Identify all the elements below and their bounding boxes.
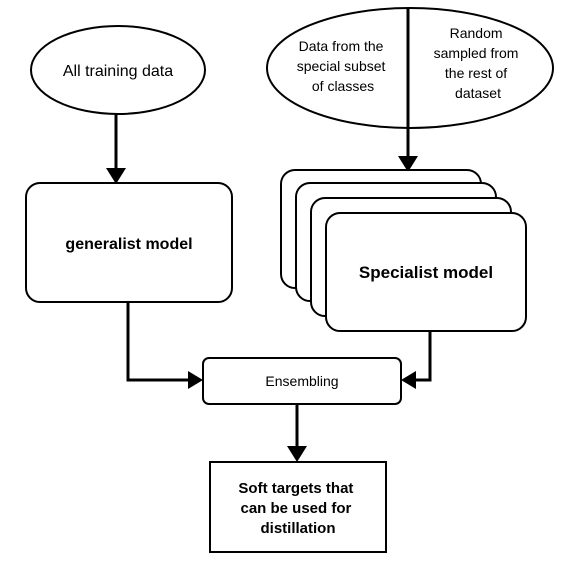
node-ensembling-label: Ensembling (265, 373, 338, 389)
node-specialist-model-label: Specialist model (359, 263, 493, 282)
svg-text:All training data: All training data (63, 63, 173, 80)
arrowhead-ensembling-right (401, 371, 416, 389)
node-generalist-model: generalist model (25, 182, 233, 303)
svg-text:Soft targets that can be: Soft targets that can be used for distil… (238, 480, 357, 537)
node-generalist-model-label: generalist model (65, 236, 192, 253)
node-all-training-data-label: All training data (63, 63, 173, 80)
svg-text:Ensembling: Ensembling (265, 373, 338, 389)
node-random-sampled-label: Random sampled from the rest of dataset (434, 25, 523, 101)
svg-text:Specialist model: Specialist model (359, 263, 493, 282)
node-special-subset-label: Data from the special subset of classes (297, 38, 390, 94)
edge-generalist-to-ensembling (126, 302, 190, 382)
edge-specialist-to-ensembling (414, 332, 432, 382)
svg-text:generalist model: generalist model (65, 236, 192, 253)
arrowhead-specialist-stack (398, 156, 418, 172)
node-soft-targets-label-line1: Soft targets that (238, 480, 353, 497)
node-specialist-data: Data from the special subset of classes … (266, 7, 554, 129)
arrowhead-ensembling-left (188, 371, 203, 389)
specialist-card-front (325, 212, 527, 332)
node-ensembling: Ensembling (202, 357, 402, 405)
node-specialist-model-stack: Specialist model (280, 169, 527, 332)
node-soft-targets-label-line3: distillation (261, 520, 336, 537)
arrowhead-generalist (106, 168, 126, 184)
node-soft-targets: Soft targets that can be used for distil… (209, 461, 387, 553)
node-soft-targets-label-line2: can be used for (240, 500, 351, 517)
node-all-training-data: All training data (30, 25, 206, 115)
arrowhead-soft-targets (287, 446, 307, 462)
